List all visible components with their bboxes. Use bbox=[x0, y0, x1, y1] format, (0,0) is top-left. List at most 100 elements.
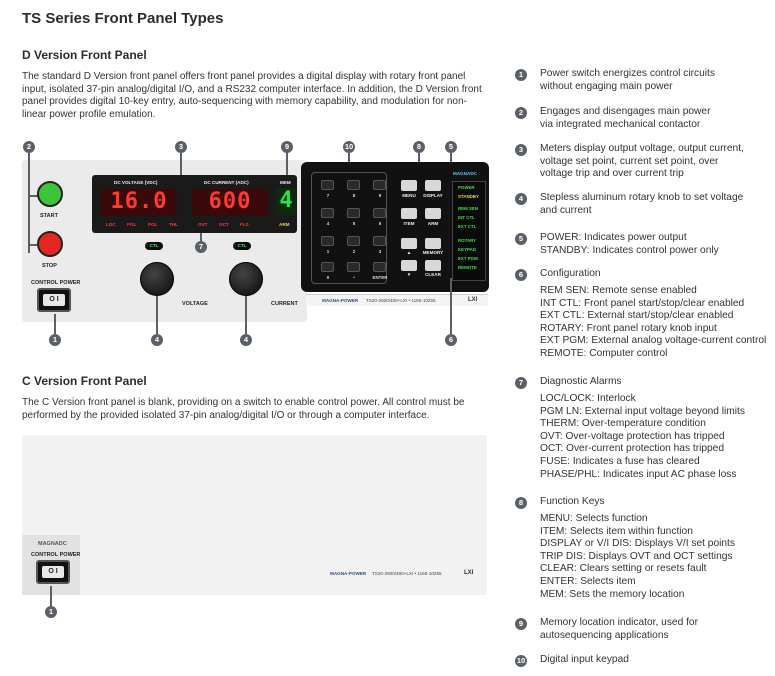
legend-text: Memory location indicator, used for auto… bbox=[540, 617, 698, 641]
c-version-panel-face bbox=[22, 435, 487, 595]
c-version-control-power-label: CONTROL POWER bbox=[31, 552, 81, 558]
alarm-oct: OCT bbox=[219, 222, 229, 227]
keypad-key-label: 0 bbox=[326, 275, 330, 280]
alarm-ovt: OVT bbox=[198, 222, 208, 227]
fkey-menu[interactable] bbox=[401, 180, 417, 191]
keypad-key[interactable] bbox=[321, 262, 334, 272]
callout-6-line bbox=[450, 278, 452, 334]
callout-10: 10 bbox=[343, 141, 355, 153]
status-remote: REMOTE bbox=[458, 265, 477, 270]
keypad-key[interactable] bbox=[347, 208, 360, 218]
keypad-key[interactable] bbox=[347, 180, 360, 190]
keypad-key-label: 5 bbox=[352, 221, 356, 226]
legend-number-badge: 7 bbox=[515, 377, 527, 389]
start-label: START bbox=[40, 213, 58, 219]
current-readout: 600 bbox=[192, 189, 268, 216]
status-int-ctl: INT CTL bbox=[458, 215, 475, 220]
fkey-up-label: ▲ bbox=[406, 250, 412, 255]
status-ext-ctl: EXT CTL bbox=[458, 224, 477, 229]
keypad-key-label: • bbox=[353, 275, 355, 280]
keypad-key[interactable] bbox=[373, 262, 386, 272]
callout-3-line bbox=[180, 153, 182, 175]
d-version-description: The standard D Version front panel offer… bbox=[22, 71, 482, 120]
start-button[interactable] bbox=[37, 181, 63, 207]
alarm-pgl-1: PGL bbox=[127, 222, 137, 227]
callout-2-line bbox=[28, 153, 30, 253]
mem-readout: 4 bbox=[276, 188, 296, 215]
fkey-down[interactable] bbox=[401, 260, 417, 271]
keypad-key[interactable] bbox=[321, 236, 334, 246]
keypad-key[interactable] bbox=[373, 236, 386, 246]
status-keypad: KEYPAD bbox=[458, 247, 476, 252]
model-number: TS20-2500/480+LXI • 1166-10255 bbox=[366, 298, 436, 303]
fkey-display[interactable] bbox=[425, 180, 441, 191]
callout-8: 8 bbox=[413, 141, 425, 153]
keypad-key-label: 1 bbox=[326, 249, 330, 254]
keypad-key[interactable] bbox=[321, 208, 334, 218]
alarm-fls: FLS bbox=[240, 222, 249, 227]
current-ctl-indicator: CTL bbox=[233, 242, 251, 250]
status-ext-pgm: EXT PGM bbox=[458, 256, 478, 261]
legend-subtext: REM SEN: Remote sense enabled INT CTL: F… bbox=[540, 285, 767, 359]
fkey-clear[interactable] bbox=[425, 260, 441, 271]
voltage-knob[interactable] bbox=[140, 262, 174, 296]
callout-1-line bbox=[54, 314, 56, 334]
fkey-arm[interactable] bbox=[425, 208, 441, 219]
legend-subtext: MENU: Selects function ITEM: Selects ite… bbox=[540, 513, 735, 600]
alarm-pgl-2: PGL bbox=[148, 222, 158, 227]
alarm-loc: LOC bbox=[106, 222, 116, 227]
keypad-key[interactable] bbox=[373, 180, 386, 190]
legend-number-badge: 10 bbox=[515, 655, 527, 667]
keypad-key[interactable] bbox=[347, 262, 360, 272]
c-version-brand: MAGNADC bbox=[38, 541, 67, 547]
keypad-key-label: 7 bbox=[326, 193, 330, 198]
status-rem-sen: REM SEN bbox=[458, 206, 479, 211]
keypad-key-label: 3 bbox=[378, 249, 382, 254]
switch-text: O I bbox=[43, 294, 65, 306]
meter-display: DC VOLTAGE (VDC) DC CURRENT (ADC) 16.0 6… bbox=[92, 175, 297, 233]
legend-text: Stepless aluminum rotary knob to set vol… bbox=[540, 192, 744, 216]
c-version-power-switch[interactable]: O I bbox=[36, 560, 70, 584]
d-version-panel-figure: 2 START STOP CONTROL POWER O I 1 3 DC VO… bbox=[22, 138, 492, 350]
callout-9-line bbox=[286, 153, 288, 175]
stop-button[interactable] bbox=[37, 231, 63, 257]
fkey-memory-label: MEMORY bbox=[422, 250, 444, 255]
legend-text: POWER: Indicates power output STANDBY: I… bbox=[540, 232, 719, 256]
callout-3: 3 bbox=[175, 141, 187, 153]
keypad-key[interactable] bbox=[347, 236, 360, 246]
status-power: POWER bbox=[458, 185, 475, 190]
keypad-key-label: ENTER bbox=[372, 275, 388, 280]
fkey-item[interactable] bbox=[401, 208, 417, 219]
alarm-thl: THL bbox=[169, 222, 178, 227]
c-model-number: TS20-2500/480+LXI • 1166-10255 bbox=[372, 571, 442, 576]
callout-5: 5 bbox=[445, 141, 457, 153]
keypad-key[interactable] bbox=[373, 208, 386, 218]
fkey-memory[interactable] bbox=[425, 238, 441, 249]
fkey-down-label: ▼ bbox=[406, 272, 412, 277]
keypad-key-label: 4 bbox=[326, 221, 330, 226]
voltage-readout: 16.0 bbox=[101, 189, 177, 216]
callout-2-tick-b bbox=[28, 244, 38, 246]
c-lxi-logo: LXI bbox=[464, 570, 474, 576]
fkey-up[interactable] bbox=[401, 238, 417, 249]
legend-number-badge: 9 bbox=[515, 618, 527, 630]
callout-9: 9 bbox=[281, 141, 293, 153]
model-strip: MAGNA-POWER TS20-2500/480+LXI • 1166-102… bbox=[306, 294, 488, 306]
voltage-ctl-indicator: CTL bbox=[145, 242, 163, 250]
keypad-key-label: 9 bbox=[378, 193, 382, 198]
fkey-clear-label: CLEAR bbox=[425, 272, 441, 277]
control-power-switch[interactable]: O I bbox=[37, 288, 71, 312]
stop-label: STOP bbox=[42, 263, 57, 269]
fkey-menu-label: MENU bbox=[402, 193, 416, 198]
legend-text: Function Keys bbox=[540, 496, 605, 507]
c-version-model-strip: MAGNA-POWER TS20-2500/480+LXI • 1166-102… bbox=[322, 568, 482, 580]
legend-number-badge: 4 bbox=[515, 193, 527, 205]
legend-subtext: LOC/LOCK: Interlock PGM LN: External inp… bbox=[540, 393, 745, 480]
legend-number-badge: 1 bbox=[515, 69, 527, 81]
callout-6: 6 bbox=[445, 334, 457, 346]
fkey-arm-label: ARM bbox=[427, 221, 439, 226]
current-knob[interactable] bbox=[229, 262, 263, 296]
page-title: TS Series Front Panel Types bbox=[22, 10, 224, 27]
keypad-key[interactable] bbox=[321, 180, 334, 190]
brand-label: MAGNADC bbox=[453, 171, 477, 176]
